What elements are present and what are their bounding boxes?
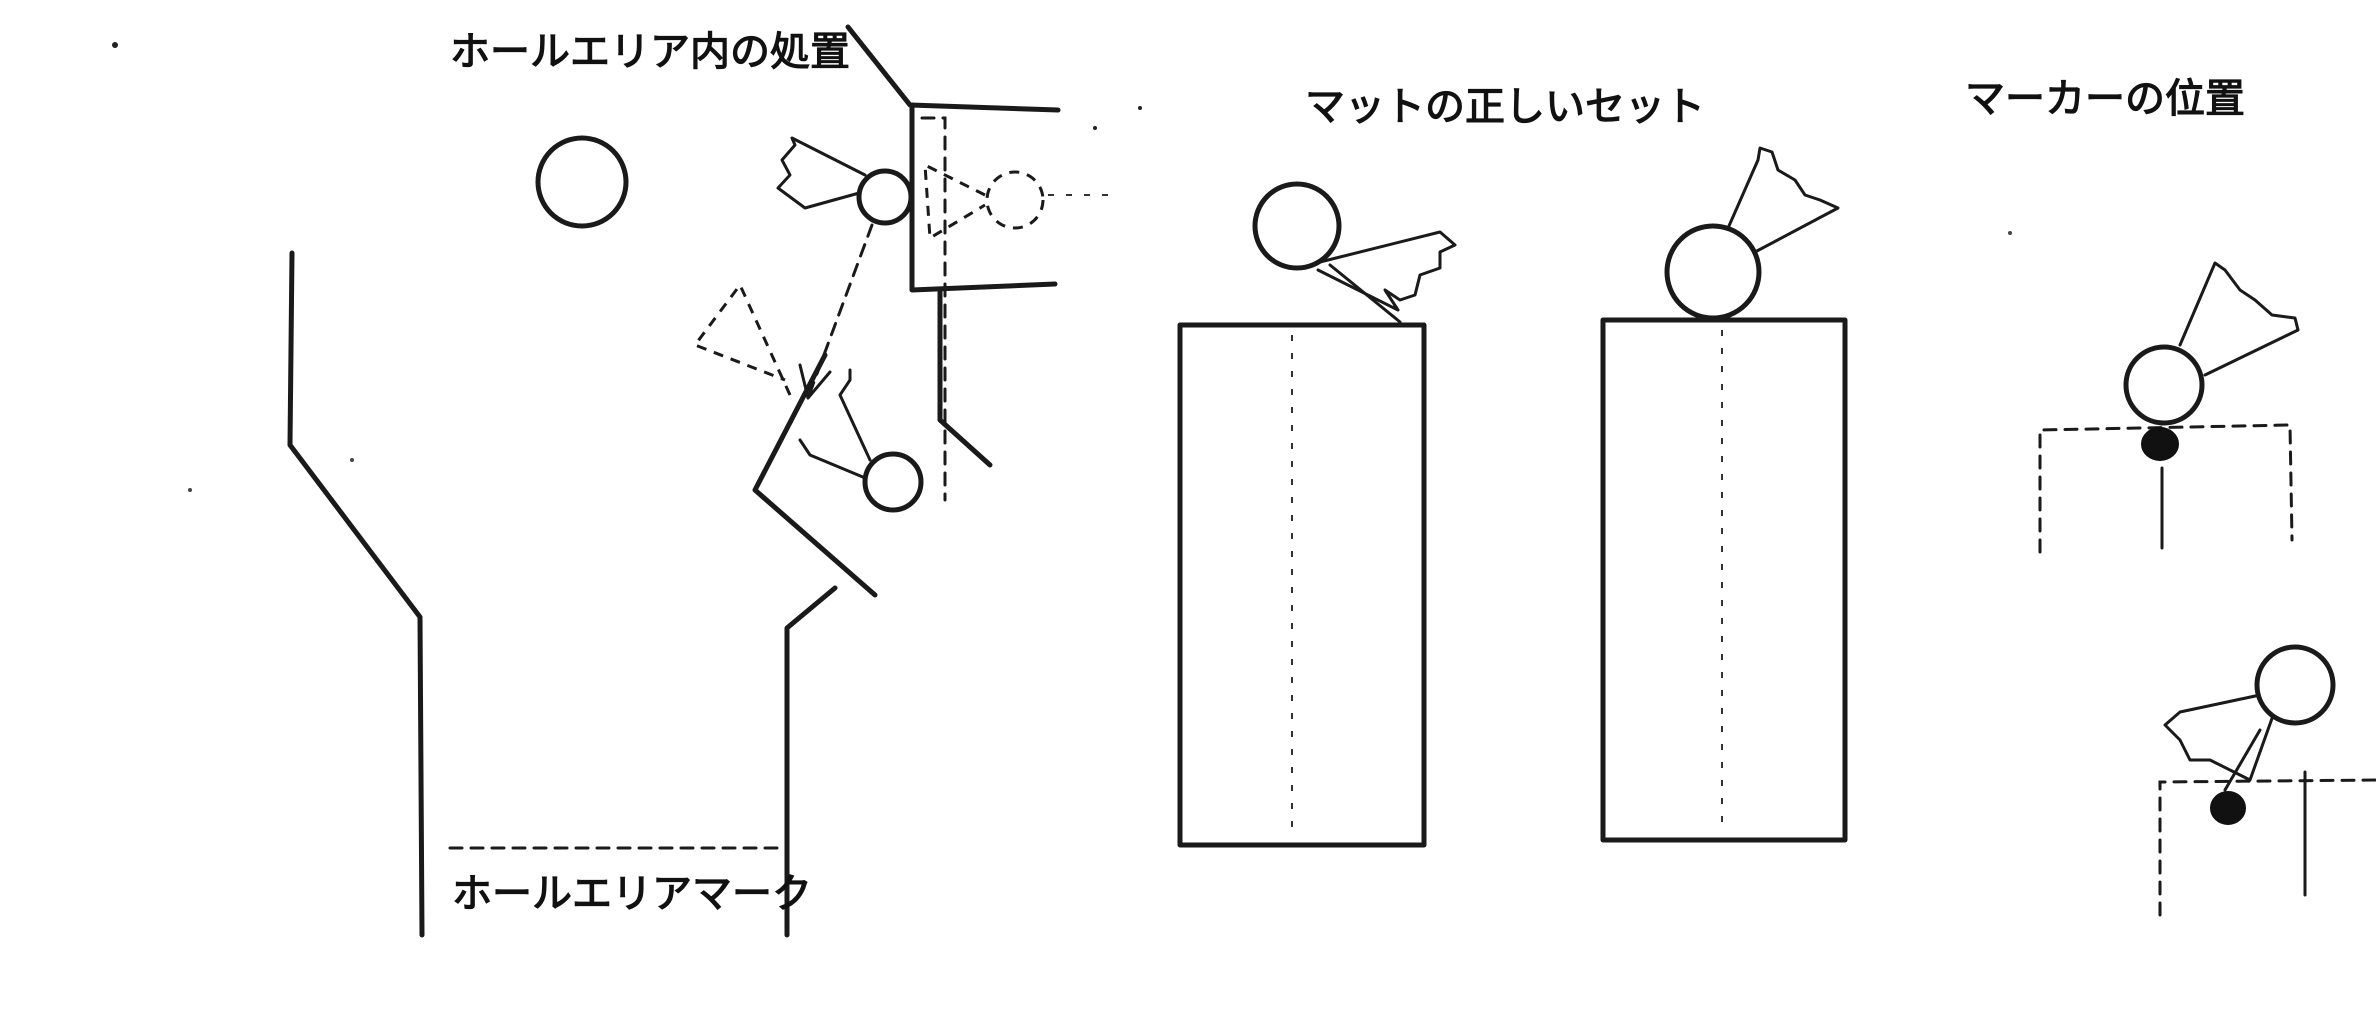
scan-specks <box>112 42 2012 492</box>
hole-icon <box>535 135 629 229</box>
marker-area-top-outline <box>2038 423 2294 554</box>
shuttlecock-mat-left-icon <box>1252 181 1457 324</box>
hole-area-mark-label: ホールエリアマーク <box>452 871 812 917</box>
hole-area-dashed-frame <box>920 116 947 502</box>
hole-area-top-wall <box>845 24 1061 113</box>
move-arrow-icon <box>798 223 874 400</box>
shuttlecock-mat-icon <box>798 368 924 513</box>
marker-top-dot <box>2141 427 2179 461</box>
tilted-mat-edge <box>752 352 878 598</box>
shuttlecock-ghost-icon <box>923 162 1120 241</box>
hole-area-panel: ホールエリア内の処置 ホールエリアマーク <box>287 24 1120 938</box>
hole-area-inner-wall <box>937 287 993 468</box>
shuttlecock-ghost-left-icon <box>692 282 792 396</box>
correct-mat-set-title: マットの正しいセット <box>1305 84 1705 130</box>
shuttlecock-marker-top-icon <box>2123 261 2300 426</box>
correct-mat-panel: マットの正しいセット <box>1177 84 1848 848</box>
hole-area-right-wall <box>784 585 838 938</box>
marker-position-title: マーカーの位置 <box>1965 76 2245 122</box>
mat-left <box>1177 322 1427 848</box>
hole-area-left-wall <box>287 250 425 938</box>
shuttlecock-marker-bottom-icon <box>2163 644 2336 792</box>
marker-bottom-dot <box>2210 791 2246 825</box>
mat-right <box>1600 317 1848 843</box>
marker-position-panel: マーカーの位置 <box>1965 76 2376 917</box>
hole-area-treatment-title: ホールエリア内の処置 <box>450 29 850 75</box>
shuttlecock-top-icon <box>776 136 914 226</box>
shuttlecock-mat-right-icon <box>1664 146 1840 321</box>
hole-area-gap-wall <box>909 102 1058 293</box>
marker-area-bottom-outline <box>2158 778 2376 917</box>
